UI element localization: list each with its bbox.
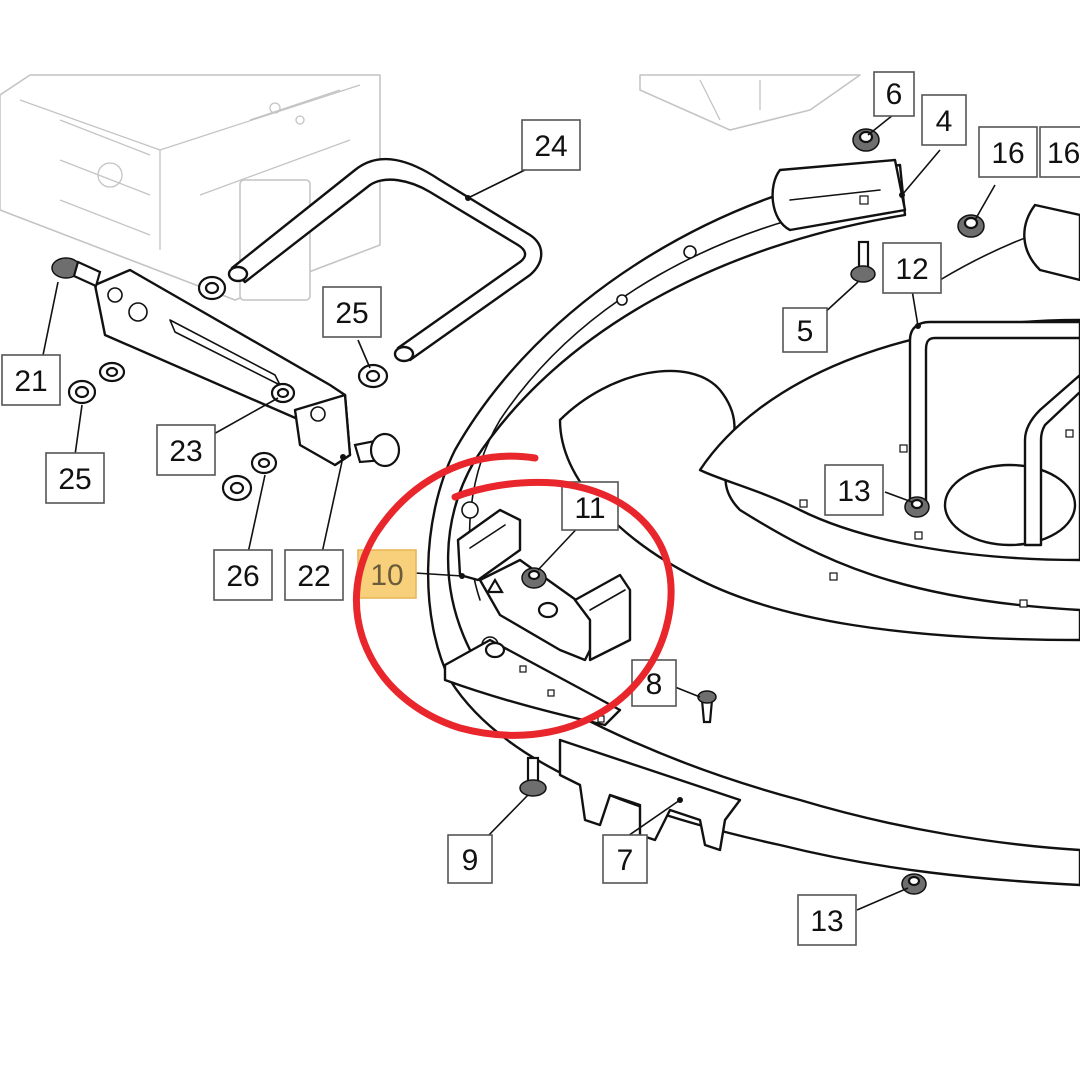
nut-part-25-lower — [67, 361, 126, 405]
bolt-part-5 — [850, 240, 876, 283]
callout-21-label: 21 — [14, 365, 47, 398]
nut-part-26 — [221, 451, 278, 502]
callout-9: 9 — [447, 834, 493, 884]
callout-23-label: 23 — [169, 435, 202, 468]
callout-10-label: 10 — [370, 559, 403, 592]
callout-5-label: 5 — [797, 315, 814, 348]
callout-7: 7 — [602, 834, 648, 884]
mower-deck — [426, 163, 1080, 887]
callout-12-label: 12 — [895, 253, 928, 286]
nut-part-11 — [521, 567, 547, 589]
callout-23: 23 — [156, 424, 216, 476]
callout-13-lower: 13 — [797, 894, 857, 946]
nut-part-16 — [957, 214, 985, 238]
callout-8: 8 — [631, 659, 677, 707]
callout-25-lower: 25 — [45, 452, 105, 504]
screw-part-8 — [697, 690, 717, 724]
callout-26-label: 26 — [226, 560, 259, 593]
callout-4: 4 — [921, 94, 967, 146]
bracket-part-4 — [771, 158, 907, 232]
callout-25-upper: 25 — [322, 286, 382, 338]
callout-22: 22 — [284, 549, 344, 601]
callout-10: 10 — [357, 549, 417, 599]
callout-13-upper-label: 13 — [837, 475, 870, 508]
callout-4-label: 4 — [936, 105, 953, 138]
callout-25-upper-label: 25 — [335, 297, 368, 330]
callout-16: 16 — [978, 126, 1038, 178]
red-circle-annotation — [352, 452, 675, 739]
callout-6: 6 — [873, 71, 915, 117]
callout-5: 5 — [782, 307, 828, 353]
nut-rod-24 — [197, 275, 227, 301]
bracket-part-10 — [456, 508, 632, 662]
bolt-bracket-22 — [353, 432, 401, 468]
nut-part-13-lower — [901, 873, 927, 895]
callout-21: 21 — [1, 354, 61, 406]
callout-11-label: 11 — [574, 492, 605, 525]
nut-part-25-upper — [357, 363, 389, 389]
rod-part-12 — [908, 320, 1080, 547]
bolt-part-9 — [519, 756, 547, 797]
callout-13-lower-label: 13 — [810, 905, 843, 938]
callout-16-cropped: 16 — [1039, 126, 1080, 178]
callout-8-label: 8 — [646, 668, 663, 701]
nut-part-6 — [852, 128, 880, 152]
callout-25-lower-label: 25 — [58, 463, 91, 496]
callout-22-label: 22 — [297, 560, 330, 593]
upper-frame-ghost — [639, 74, 861, 131]
callout-12: 12 — [882, 242, 942, 294]
callout-13-upper: 13 — [824, 464, 884, 516]
callout-16-cropped-label: 16 — [1047, 137, 1080, 170]
rod-part-24 — [227, 157, 543, 363]
deck-plate — [443, 638, 622, 727]
bolt-part-21 — [51, 257, 102, 288]
callout-24-label: 24 — [534, 130, 567, 163]
bracket-part-22 — [93, 268, 352, 467]
callout-24: 24 — [521, 119, 581, 171]
callout-7-label: 7 — [617, 844, 634, 877]
callout-6-label: 6 — [886, 78, 903, 111]
leader-lines — [41, 114, 996, 911]
callout-26: 26 — [213, 549, 273, 601]
callout-9-label: 9 — [462, 844, 479, 877]
callout-16-label: 16 — [991, 137, 1024, 170]
